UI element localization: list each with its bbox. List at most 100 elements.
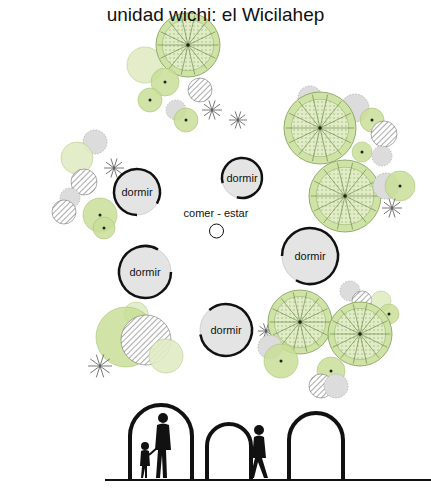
tree-trunk-dot: [330, 370, 333, 373]
agave-leaf: [88, 366, 100, 367]
large-tree: [328, 302, 392, 366]
tree-trunk-dot: [358, 332, 362, 336]
branch-line: [300, 309, 327, 322]
tree-crown: [149, 339, 183, 373]
agave-leaf: [231, 120, 238, 125]
branch-line: [320, 101, 341, 128]
diagram-title: unidad wichi: el Wicilahep: [0, 4, 431, 26]
ground-line: [105, 479, 431, 481]
branch-line: [273, 309, 300, 322]
sleeping-hut: dormir: [198, 302, 254, 358]
branch-line: [345, 196, 376, 211]
elevation-drawing: [105, 405, 431, 480]
gathering-circle: [209, 224, 223, 238]
branch-line: [281, 322, 300, 346]
branch-line: [360, 321, 387, 334]
tree-crown: [61, 142, 93, 174]
tree-trunk-dot: [103, 227, 106, 230]
branch-line: [337, 163, 345, 196]
arch: [289, 413, 343, 480]
agave-leaf: [212, 110, 215, 120]
branch-line: [320, 128, 328, 161]
hut-wall: [114, 169, 160, 215]
agave-leaf: [111, 158, 114, 168]
agave-leaf: [235, 111, 238, 120]
agave-leaf: [264, 323, 266, 331]
tree-trunk-dot: [318, 126, 322, 130]
branch-line: [324, 196, 345, 223]
branch-line: [300, 298, 319, 322]
gathering-node: comer - estar: [180, 207, 253, 240]
branch-line: [320, 128, 351, 143]
hut-label: dormir: [129, 266, 160, 279]
area-label: comer - estar: [180, 207, 253, 220]
hut-label: dormir: [210, 324, 241, 337]
branch-line: [188, 32, 215, 45]
branch-line: [188, 45, 215, 58]
sleeping-hut: dormir: [220, 156, 264, 200]
tree-trunk-dot: [185, 119, 188, 122]
agave-leaf: [258, 331, 266, 332]
branch-line: [161, 45, 188, 58]
branch-line: [314, 196, 345, 211]
hut-floor: [119, 246, 171, 298]
sleeping-hut: dormir: [117, 244, 173, 300]
branch-line: [188, 45, 218, 46]
agave-leaf: [212, 104, 220, 110]
hut-floor: [222, 158, 262, 198]
agave-leaf: [212, 110, 222, 111]
tree-crown: [264, 344, 298, 378]
agave-leaf: [382, 208, 392, 209]
agave-leaf: [106, 168, 114, 174]
agave-leaf: [114, 168, 124, 169]
tree-trunk-dot: [280, 360, 283, 363]
tree-trunk-dot: [388, 313, 391, 316]
tree-trunk-dot: [99, 214, 102, 217]
agave-leaf: [204, 110, 212, 116]
agave-leaf: [389, 198, 392, 208]
adult-figure: [155, 413, 171, 478]
large-tree: [284, 92, 356, 164]
agave-leaf: [100, 366, 104, 377]
branch-line: [286, 128, 320, 129]
branch-line: [360, 334, 387, 347]
agave-leaf: [392, 202, 400, 208]
branch-line: [270, 322, 300, 323]
branch-line: [289, 128, 320, 143]
agave-leaf: [209, 100, 212, 110]
branch-line: [299, 128, 320, 155]
hut-label: dormir: [294, 250, 325, 263]
branch-line: [273, 322, 300, 335]
branch-line: [341, 334, 360, 358]
branch-line: [333, 321, 360, 334]
sleeping-hut: dormir: [280, 226, 340, 286]
tree-trunk-dot: [371, 119, 374, 122]
agave-leaf: [96, 355, 100, 366]
hut-wall: [119, 246, 171, 298]
shrub-hatched: [52, 200, 76, 224]
hut-floor: [282, 228, 338, 284]
branch-line: [360, 334, 367, 364]
branch-line: [345, 169, 366, 196]
tree-trunk-dot: [298, 320, 302, 324]
hut-floor: [200, 304, 252, 356]
branch-line: [330, 334, 360, 335]
agave-leaf: [114, 162, 122, 168]
tree-trunk-dot: [186, 43, 190, 47]
agave-leaf: [100, 366, 112, 367]
shrub-hatched: [371, 121, 397, 147]
branch-line: [188, 45, 195, 75]
child-figure: [140, 442, 157, 478]
sleeping-hut: dormir: [112, 167, 162, 217]
tree-cluster: [52, 13, 415, 398]
tree-crown: [352, 142, 372, 162]
agave-leaf: [238, 115, 245, 120]
branch-line: [312, 95, 320, 128]
branch-line: [360, 334, 390, 335]
tree-trunk-dot: [343, 194, 347, 198]
agave-leaf: [238, 120, 247, 121]
branch-line: [320, 113, 351, 128]
hut-label: dormir: [121, 186, 152, 199]
